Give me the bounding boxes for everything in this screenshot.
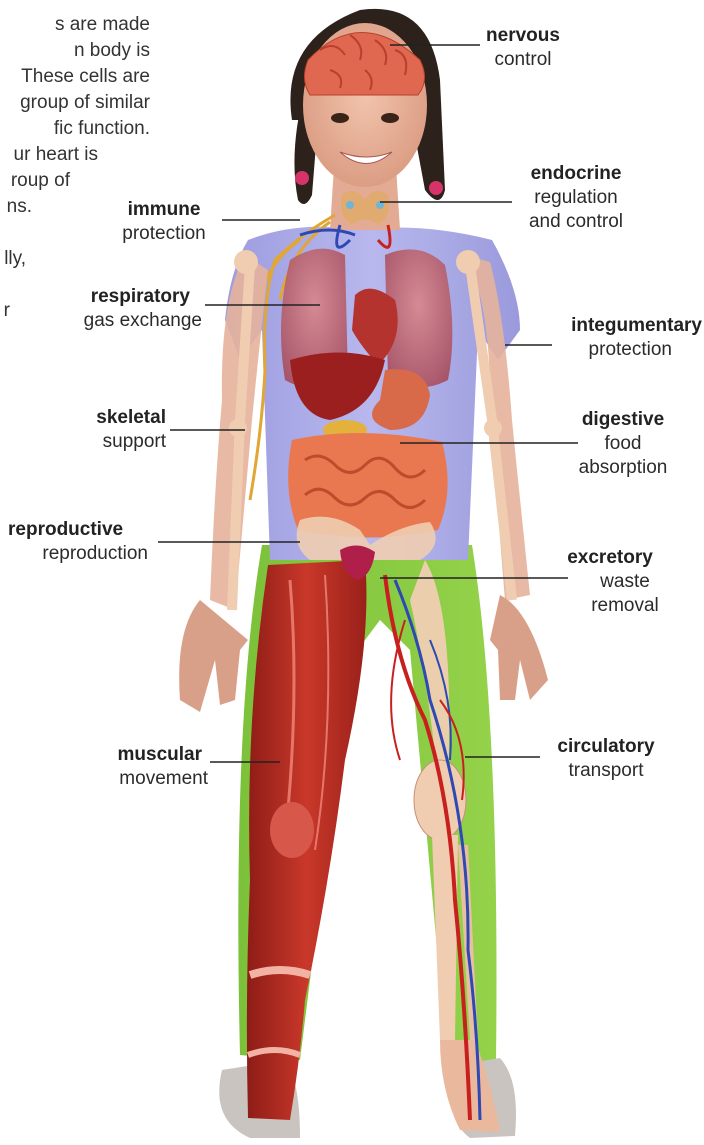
intro-line: s are made	[55, 12, 150, 38]
system-function: gas exchange	[50, 309, 202, 333]
system-name: circulatory	[544, 735, 668, 759]
system-function: absorption	[566, 456, 680, 480]
intro-line: ur heart is	[14, 142, 98, 168]
intro-line: group of similar	[20, 90, 150, 116]
label-integumentary: integumentary protection	[540, 314, 702, 362]
intro-line: fic function.	[54, 116, 150, 142]
system-name: reproductive	[8, 518, 148, 542]
label-respiratory: respiratory gas exchange	[50, 285, 202, 333]
intro-line: ns.	[7, 194, 32, 220]
intro-line: lly,	[4, 246, 26, 272]
system-function: protection	[108, 222, 220, 246]
label-nervous: nervous control	[478, 24, 568, 72]
system-function: food	[566, 432, 680, 456]
label-reproductive: reproductive reproduction	[8, 518, 148, 566]
label-circulatory: circulatory transport	[544, 735, 668, 783]
system-function: regulation	[512, 186, 640, 210]
label-digestive: digestive food absorption	[566, 408, 680, 480]
system-name: integumentary	[540, 314, 702, 338]
system-function: waste	[556, 570, 664, 594]
system-name: skeletal	[74, 406, 166, 430]
system-name: nervous	[478, 24, 568, 48]
system-name: digestive	[566, 408, 680, 432]
label-immune: immune protection	[108, 198, 220, 246]
intro-line: r	[4, 298, 10, 324]
intro-line: These cells are	[21, 64, 150, 90]
system-function: control	[478, 48, 568, 72]
system-name: respiratory	[50, 285, 202, 309]
system-name: muscular	[92, 743, 208, 767]
system-function: transport	[544, 759, 668, 783]
intro-line: n body is	[74, 38, 150, 64]
system-function: support	[74, 430, 166, 454]
system-name: immune	[108, 198, 220, 222]
system-function: reproduction	[8, 542, 148, 566]
label-endocrine: endocrine regulation and control	[512, 162, 640, 234]
system-function: protection	[540, 338, 702, 362]
head	[303, 23, 427, 230]
system-name: endocrine	[512, 162, 640, 186]
muscle-leg	[247, 560, 367, 1120]
label-muscular: muscular movement	[92, 743, 208, 791]
system-name: excretory	[556, 546, 664, 570]
system-function: movement	[92, 767, 208, 791]
system-function: removal	[556, 594, 664, 618]
label-excretory: excretory waste removal	[556, 546, 664, 618]
label-skeletal: skeletal support	[74, 406, 166, 454]
intro-line: roup of	[11, 168, 70, 194]
system-function: and control	[512, 210, 640, 234]
